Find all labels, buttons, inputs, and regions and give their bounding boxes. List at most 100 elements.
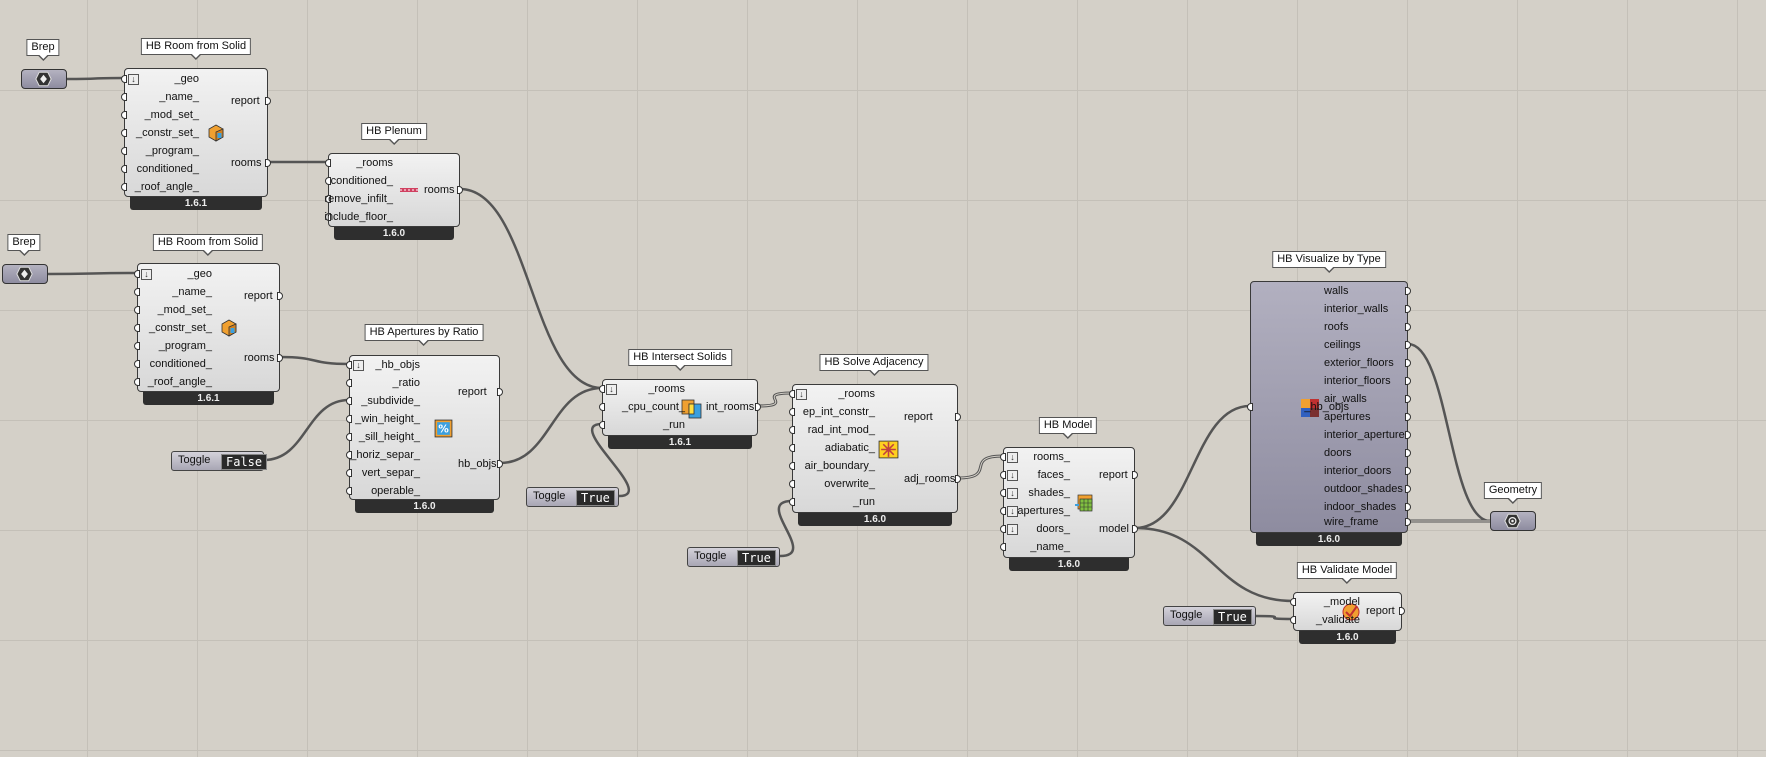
toggle-true-run-intersect[interactable]: Toggle True	[526, 487, 619, 507]
input-grip-operable[interactable]	[346, 487, 352, 495]
input-grip-conditioned[interactable]	[121, 165, 127, 173]
input-grip-rooms[interactable]	[325, 159, 331, 167]
input-grip-ep-int-constr[interactable]	[789, 408, 795, 416]
input-grip-horiz-separ[interactable]	[346, 451, 352, 459]
hb-model[interactable]: rooms_↓faces_↓shades_↓apertures_↓doors_↓…	[1000, 447, 1138, 558]
input-arrow-icon[interactable]: ↓	[1007, 524, 1018, 535]
input-arrow-icon[interactable]: ↓	[1007, 452, 1018, 463]
output-grip-report[interactable]	[265, 97, 271, 105]
output-grip-adj-rooms[interactable]	[955, 475, 961, 483]
input-arrow-icon[interactable]: ↓	[353, 360, 364, 371]
input-grip-rooms[interactable]	[599, 385, 605, 393]
input-grip-faces[interactable]	[1000, 471, 1006, 479]
output-grip-interior-floors[interactable]	[1405, 377, 1411, 385]
input-grip-include-floor[interactable]	[325, 213, 331, 221]
input-grip-adiabatic[interactable]	[789, 444, 795, 452]
input-grip-constr-set[interactable]	[121, 129, 127, 137]
input-grip-rad-int-mod[interactable]	[789, 426, 795, 434]
output-grip-rooms[interactable]	[277, 354, 283, 362]
input-arrow-icon[interactable]: ↓	[1007, 488, 1018, 499]
input-grip-vert-separ[interactable]	[346, 469, 352, 477]
input-grip-constr-set[interactable]	[134, 324, 140, 332]
input-grip-program[interactable]	[134, 342, 140, 350]
output-grip-model[interactable]	[1132, 525, 1138, 533]
input-arrow-icon[interactable]: ↓	[796, 389, 807, 400]
input-grip-subdivide[interactable]	[346, 397, 352, 405]
toggle-true-run-adjacency[interactable]: Toggle True	[687, 547, 780, 567]
output-grip-int-rooms[interactable]	[755, 403, 761, 411]
input-hb-objs: _hb_objs	[1304, 401, 1349, 413]
output-grip-report[interactable]	[955, 413, 961, 421]
brep-1-param[interactable]	[21, 69, 67, 89]
brep-2-param[interactable]	[2, 264, 48, 284]
output-grip-wire-frame[interactable]	[1405, 518, 1411, 526]
output-grip-ceilings[interactable]	[1405, 341, 1411, 349]
input-grip-roof-angle[interactable]	[121, 183, 127, 191]
input-grip-win-height[interactable]	[346, 415, 352, 423]
geometry-param[interactable]	[1490, 511, 1536, 531]
input-grip-hb-objs[interactable]	[346, 361, 352, 369]
input-grip-sill-height[interactable]	[346, 433, 352, 441]
output-grip-exterior-floors[interactable]	[1405, 359, 1411, 367]
input-roof-angle: _roof_angle_	[134, 181, 199, 193]
input-grip-name[interactable]	[134, 288, 140, 296]
hb-apertures-by-ratio[interactable]: % _hb_objs↓_ratio_subdivide__win_height_…	[346, 355, 503, 500]
input-grip-cpu-count[interactable]	[599, 403, 605, 411]
output-grip-interior-apertures[interactable]	[1405, 431, 1411, 439]
output-grip-report[interactable]	[497, 388, 503, 396]
input-grip-program[interactable]	[121, 147, 127, 155]
output-grip-report[interactable]	[277, 292, 283, 300]
input-grip-geo[interactable]	[134, 270, 140, 278]
input-arrow-icon[interactable]: ↓	[1007, 506, 1018, 517]
output-grip-interior-doors[interactable]	[1405, 467, 1411, 475]
input-grip-ratio[interactable]	[346, 379, 352, 387]
input-arrow-icon[interactable]: ↓	[606, 384, 617, 395]
input-grip-apertures[interactable]	[1000, 507, 1006, 515]
input-grip-name[interactable]	[121, 93, 127, 101]
input-grip-geo[interactable]	[121, 75, 127, 83]
input-grip-doors[interactable]	[1000, 525, 1006, 533]
output-grip-report[interactable]	[1399, 607, 1405, 615]
input-grip-conditioned[interactable]	[134, 360, 140, 368]
input-grip-model[interactable]	[1290, 598, 1296, 606]
output-grip-interior-walls[interactable]	[1405, 305, 1411, 313]
output-grip-indoor-shades[interactable]	[1405, 503, 1411, 511]
input-grip-rooms[interactable]	[789, 390, 795, 398]
input-grip-roof-angle[interactable]	[134, 378, 140, 386]
input-grip-hb-objs[interactable]	[1247, 403, 1253, 411]
input-arrow-icon[interactable]: ↓	[141, 269, 152, 280]
input-grip-validate[interactable]	[1290, 616, 1296, 624]
output-grip-air-walls[interactable]	[1405, 395, 1411, 403]
input-arrow-icon[interactable]: ↓	[1007, 470, 1018, 481]
hb-room-from-solid-1[interactable]: _geo↓_name__mod_set__constr_set__program…	[121, 68, 271, 197]
input-grip-name[interactable]	[1000, 543, 1006, 551]
input-arrow-icon[interactable]: ↓	[128, 74, 139, 85]
input-grip-rooms[interactable]	[1000, 453, 1006, 461]
toggle-true-validate[interactable]: Toggle True	[1163, 606, 1256, 626]
output-grip-hb-objs[interactable]	[497, 460, 503, 468]
input-grip-shades[interactable]	[1000, 489, 1006, 497]
output-grip-rooms[interactable]	[457, 186, 463, 194]
output-grip-walls[interactable]	[1405, 287, 1411, 295]
output-grip-outdoor-shades[interactable]	[1405, 485, 1411, 493]
input-grip-run[interactable]	[789, 498, 795, 506]
output-grip-doors[interactable]	[1405, 449, 1411, 457]
hb-solve-adjacency[interactable]: _rooms↓ep_int_constr_rad_int_mod_adiabat…	[789, 384, 961, 513]
output-grip-apertures[interactable]	[1405, 413, 1411, 421]
input-grip-mod-set[interactable]	[121, 111, 127, 119]
input-grip-air-boundary[interactable]	[789, 462, 795, 470]
output-grip-roofs[interactable]	[1405, 323, 1411, 331]
output-grip-rooms[interactable]	[265, 159, 271, 167]
input-grip-run[interactable]	[599, 421, 605, 429]
input-grip-remove-infilt[interactable]	[325, 195, 331, 203]
output-grip-report[interactable]	[1132, 471, 1138, 479]
input-grip-overwrite[interactable]	[789, 480, 795, 488]
hb-room-from-solid-2[interactable]: _geo↓_name__mod_set__constr_set__program…	[134, 263, 283, 392]
toggle-false[interactable]: Toggle False	[171, 451, 268, 471]
input-grip-mod-set[interactable]	[134, 306, 140, 314]
input-grip-conditioned[interactable]	[325, 177, 331, 185]
